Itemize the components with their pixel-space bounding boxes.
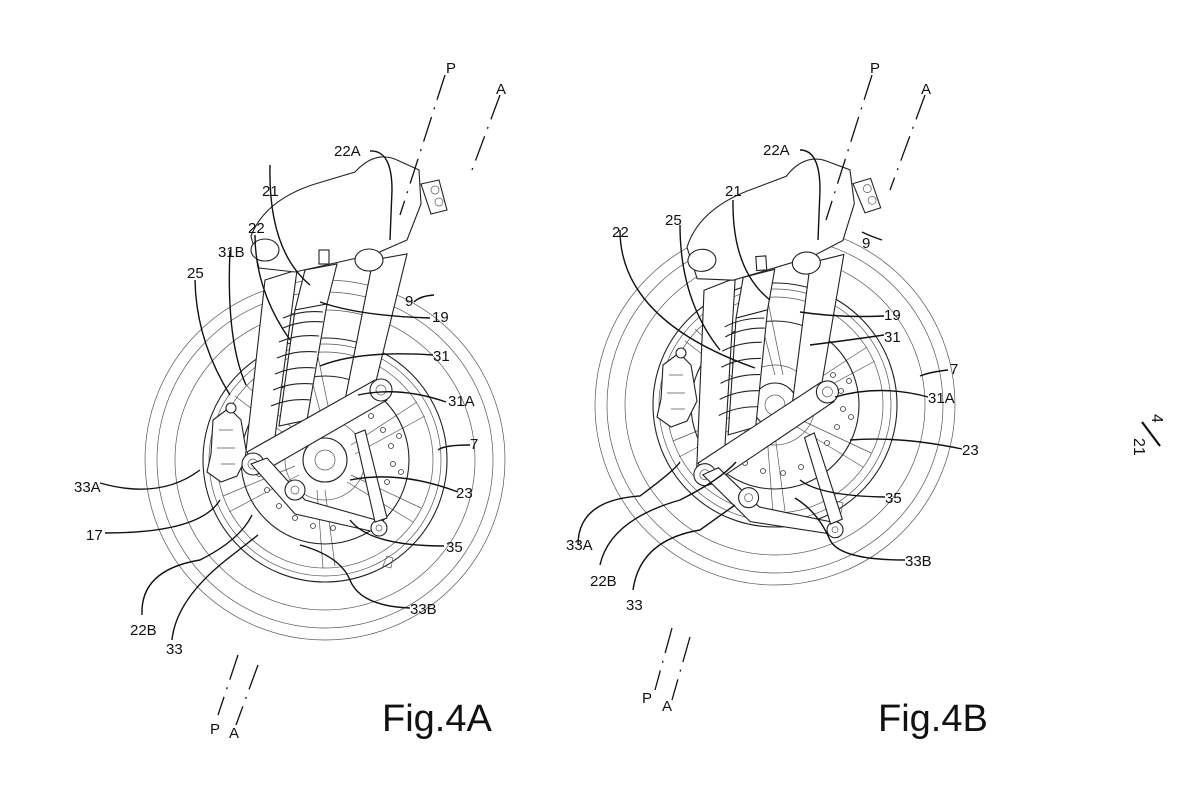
axis-label-p-bottom: P	[642, 690, 652, 707]
ref-label: 35	[885, 490, 902, 507]
axis-a-top-4a	[471, 94, 501, 171]
wheel-7-fig-4b	[594, 224, 956, 586]
axis-label-p-top: P	[446, 60, 456, 77]
ref-label: 22	[612, 224, 629, 241]
axis-label-p-top: P	[870, 60, 880, 77]
axis-p-bottom-4b	[654, 627, 673, 691]
ref-label: 31B	[218, 244, 245, 261]
sheet-total: 21	[1130, 438, 1147, 456]
sheet-current: 4	[1148, 414, 1165, 423]
ref-label: 23	[456, 485, 473, 502]
ref-label: 9	[405, 293, 413, 310]
axis-p-bottom-4a	[217, 654, 239, 716]
figure-caption-4b: Fig.4B	[878, 698, 988, 740]
ref-label: 17	[86, 527, 103, 544]
figure-4a: P A 22A 21 22 31B 25 9 19 31 31A 7 33A 1…	[74, 60, 506, 742]
axis-p-top-4b	[825, 74, 873, 221]
axis-label-a-bottom: A	[229, 725, 239, 742]
ref-label: 22	[248, 220, 265, 237]
figure-4b: P A 22A 21 22 25 9 19 31 7 31A 23 35 33A…	[566, 60, 988, 740]
axis-label-a-top: A	[921, 81, 931, 98]
axis-p-top-4a	[399, 74, 446, 216]
ref-label: 22B	[130, 622, 157, 639]
ref-label: 19	[432, 309, 449, 326]
ref-label: 33A	[566, 537, 593, 554]
ref-label: 33	[626, 597, 643, 614]
ref-label: 21	[725, 183, 742, 200]
ref-label: 22A	[763, 142, 790, 159]
sheet-slash	[1141, 421, 1161, 447]
ref-label: 23	[962, 442, 979, 459]
sheet-number: 4 21	[1130, 414, 1165, 456]
ref-label: 31	[433, 348, 450, 365]
axis-a-bottom-4b	[671, 636, 691, 701]
ref-label: 35	[446, 539, 463, 556]
ref-label: 31A	[448, 393, 475, 410]
axis-label-a-bottom: A	[662, 698, 672, 715]
ref-label: 22A	[334, 143, 361, 160]
leader-lines-fig-4a	[99, 150, 471, 641]
ref-label: 9	[862, 235, 870, 252]
ref-label: 7	[470, 436, 478, 453]
ref-label: 33	[166, 641, 183, 658]
ref-label: 7	[950, 361, 958, 378]
leader-lines-fig-4b	[577, 149, 963, 591]
axis-label-p-bottom: P	[210, 721, 220, 738]
axis-a-bottom-4a	[235, 664, 259, 726]
ref-label: 22B	[590, 573, 617, 590]
ref-label: 33B	[905, 553, 932, 570]
ref-label: 33A	[74, 479, 101, 496]
ref-label: 25	[187, 265, 204, 282]
ref-label: 25	[665, 212, 682, 229]
ref-label: 31A	[928, 390, 955, 407]
figure-caption-4a: Fig.4A	[382, 698, 492, 740]
ref-label: 31	[884, 329, 901, 346]
axis-label-a-top: A	[496, 81, 506, 98]
ref-label: 21	[262, 183, 279, 200]
ref-label: 33B	[410, 601, 437, 618]
ref-label: 19	[884, 307, 901, 324]
axis-a-top-4b	[889, 94, 926, 191]
